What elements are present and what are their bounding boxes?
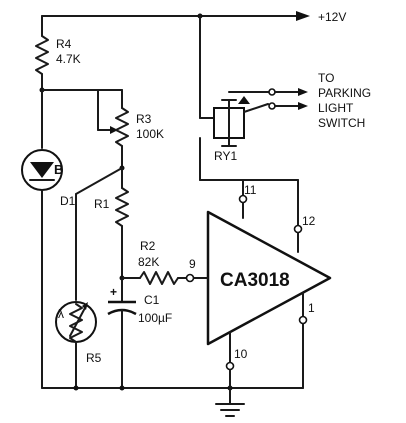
r3-name: R3 — [136, 112, 152, 126]
output-line-3: LIGHT — [318, 101, 354, 115]
c1-name: C1 — [144, 293, 160, 307]
r5-photocell — [55, 301, 97, 389]
output-arrow-icon — [298, 102, 308, 110]
supply-rail — [41, 11, 310, 21]
pin-12-label: 12 — [302, 214, 316, 228]
supply-label: +12V — [318, 10, 346, 24]
r1-resistor — [115, 167, 129, 281]
left-branch — [21, 15, 63, 389]
output-contacts — [238, 88, 308, 110]
r4-value: 4.7K — [56, 52, 81, 66]
r3-value: 100K — [136, 127, 164, 141]
pin-11-label: 11 — [244, 183, 257, 197]
output-arrow-icon — [298, 88, 308, 96]
r2-value: 82K — [138, 255, 159, 269]
contact-marker-icon — [238, 96, 250, 104]
pin-9-label: 9 — [189, 257, 196, 271]
r4-resistor — [35, 35, 49, 75]
r2-name: R2 — [140, 239, 156, 253]
d1-name: D1 — [60, 194, 76, 208]
c1-capacitor — [107, 277, 137, 389]
c1-value: 100µF — [138, 311, 172, 325]
ground-rail — [41, 385, 301, 405]
relay-name: RY1 — [214, 149, 237, 163]
r5-symbol: λ — [58, 307, 64, 321]
c1-polarity: + — [110, 285, 117, 299]
pin-10-label: 10 — [234, 347, 248, 361]
d1-marker: B — [54, 162, 63, 177]
d1-link-wire — [75, 167, 123, 195]
ground-icon — [215, 403, 245, 417]
output-line-4: SWITCH — [318, 116, 365, 130]
r3-potentiometer — [41, 89, 129, 171]
ic-name: CA3018 — [220, 270, 290, 291]
relay-ry1 — [199, 15, 299, 181]
pin-1-label: 1 — [308, 301, 315, 315]
r5-name: R5 — [86, 351, 102, 365]
supply-arrow-icon — [296, 11, 310, 21]
r2-resistor — [121, 271, 187, 285]
r1-name: R1 — [94, 197, 110, 211]
output-line-2: PARKING — [318, 86, 371, 100]
r4-name: R4 — [56, 37, 72, 51]
wiper-arrow-icon — [110, 126, 118, 134]
ic-ca3018 — [185, 179, 332, 389]
output-line-1: TO — [318, 71, 334, 85]
